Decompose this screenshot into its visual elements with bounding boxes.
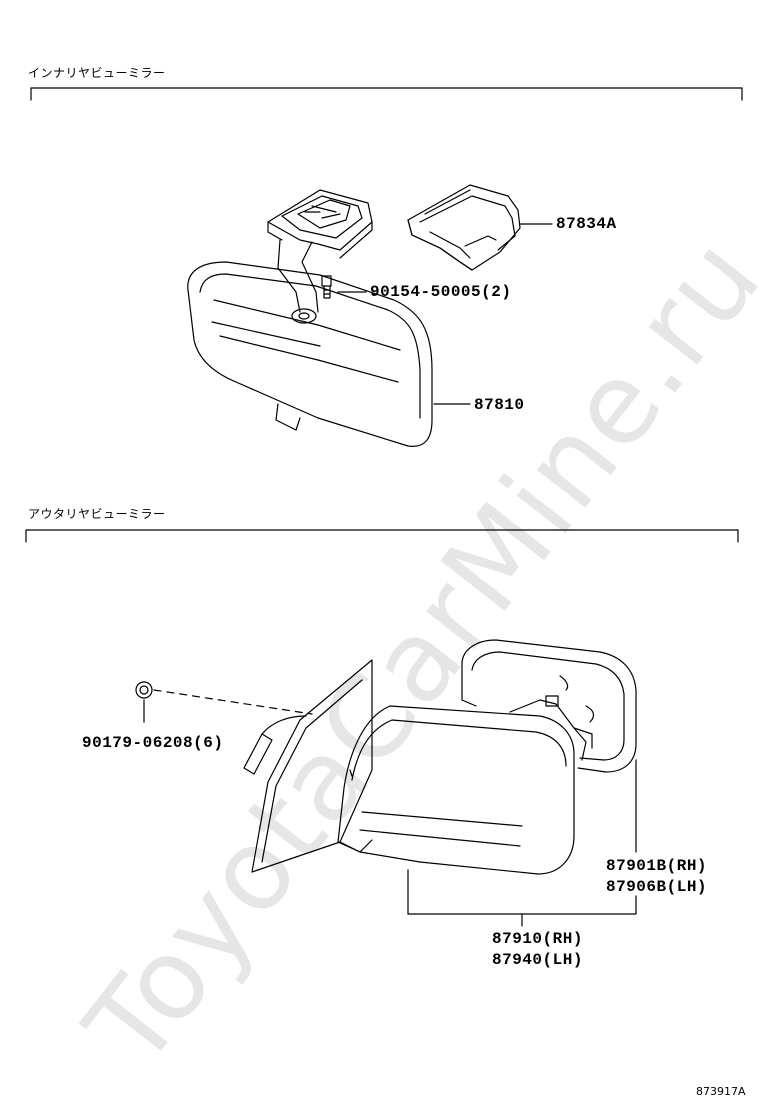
part-number-90154[interactable]: 90154-50005(2) [370,283,512,301]
inner-mirror-part [187,189,433,447]
part-number-87940-lh[interactable]: 87940(LH) [492,951,583,969]
section-outer-bracket [25,529,739,543]
leader-87910 [407,869,637,915]
section-title-outer-mirror: アウタリヤビューミラー [28,507,166,521]
diagram-code: 873917A [696,1085,746,1098]
part-number-87910-rh[interactable]: 87910(RH) [492,930,583,948]
part-number-87834A[interactable]: 87834A [556,215,617,233]
outer-mirror-part [135,639,637,875]
part-number-90179[interactable]: 90179-06208(6) [82,734,224,752]
leader-90179-dashed [153,689,313,715]
part-number-87906B-lh[interactable]: 87906B(LH) [606,878,708,896]
part-number-87901B-rh[interactable]: 87901B(RH) [606,857,708,875]
part-number-87810[interactable]: 87810 [474,396,525,414]
section-title-inner-mirror: インナリヤビューミラー [28,66,166,80]
mirror-cover-part [407,184,521,271]
section-inner-bracket [30,87,743,101]
